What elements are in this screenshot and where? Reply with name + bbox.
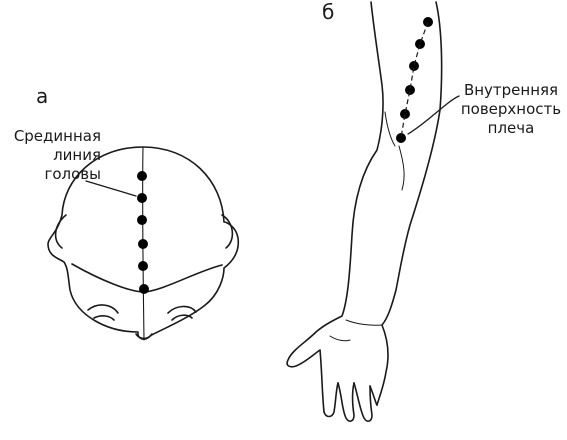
arm-outer-contour [286, 1, 384, 413]
head-midline-label-line: Срединная [13, 127, 101, 145]
arm-inner-contour [381, 1, 443, 326]
arm-point [396, 133, 406, 143]
head-point [137, 171, 147, 181]
head-point [137, 193, 147, 203]
panel-letter-a: а [36, 84, 49, 108]
head-midline-label-line: линия [53, 146, 101, 164]
finger-1 [323, 382, 339, 418]
right-brow [167, 305, 197, 314]
arm-point [405, 85, 415, 95]
palm-crease [329, 335, 351, 342]
head-midline-label-line: головы [44, 165, 101, 183]
inner-arm-label-line: Внутренняя [463, 81, 559, 99]
palm [376, 324, 389, 406]
right-ear [221, 214, 234, 249]
inner-arm-label: Внутренняя поверхность плеча [457, 81, 565, 138]
left-ear [54, 214, 67, 249]
head-leader-line [85, 180, 137, 197]
arm-point [400, 109, 410, 119]
panel-letter-b: б [322, 0, 335, 24]
finger-3 [353, 382, 373, 422]
forearm-crease [398, 145, 405, 191]
arm-point [415, 39, 425, 49]
head-point [137, 215, 147, 225]
head-midline-label: Срединная линия головы [1, 127, 101, 184]
inner-arm-label-line: плеча [487, 119, 535, 137]
head-point [139, 284, 149, 294]
arm-points-guide-line [400, 21, 429, 139]
head-midline [142, 146, 145, 341]
head-point [138, 261, 148, 271]
left-brow [87, 304, 119, 314]
right-eye [171, 314, 193, 321]
inner-arm-label-line: поверхность [460, 100, 562, 118]
left-eye [93, 315, 115, 321]
elbow-mark [384, 111, 396, 147]
finger-4 [369, 385, 378, 406]
arm-leader-line [407, 95, 460, 135]
finger-2 [337, 382, 355, 422]
arm-points [396, 17, 433, 143]
wrist-line [345, 319, 383, 326]
nose-tip [135, 333, 153, 340]
head-points [137, 171, 149, 294]
arm-drawing [286, 1, 443, 422]
arm-point [409, 61, 419, 71]
head-point [138, 239, 148, 249]
